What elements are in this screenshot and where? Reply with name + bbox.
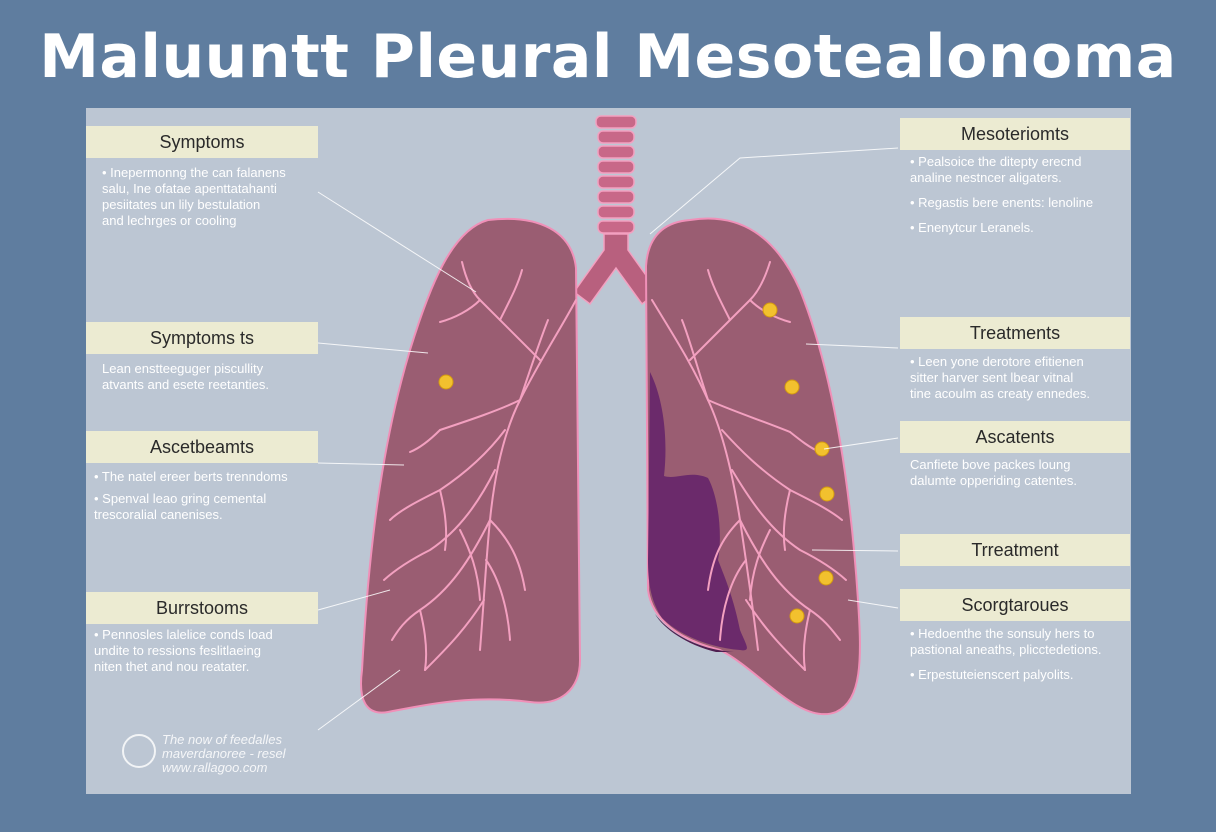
marker-group: [438, 302, 835, 624]
marker: [762, 302, 778, 318]
page-title: Maluuntt Pleural Mesotealonoma: [39, 22, 1177, 92]
right-label-1: Mesoteriomts: [900, 118, 1130, 150]
footer-text: The now of feedalles maverdanoree - rese…: [162, 732, 286, 775]
right-lung: [644, 217, 861, 716]
right-desc-2: • Leen yone derotore efitienen sitter ha…: [910, 354, 1090, 401]
right-bronchial-tree: [651, 261, 847, 671]
left-label-3: Ascetbeamts: [86, 431, 318, 463]
tumor-region: [648, 372, 747, 651]
tumor-fold: [655, 614, 734, 652]
marker: [784, 379, 800, 395]
left-label-4: Burrstooms: [86, 592, 318, 624]
marker: [819, 486, 835, 502]
left-desc-3: • The natel ereer berts trenndoms • Spen…: [94, 469, 288, 522]
marker: [814, 441, 830, 457]
trachea: [572, 115, 660, 306]
left-bronchial-tree: [383, 261, 577, 671]
right-label-5: Scorgtaroues: [900, 589, 1130, 621]
marker: [789, 608, 805, 624]
left-desc-2: Lean enstteeguger piscullity atvants and…: [102, 361, 269, 392]
left-label-1: Symptoms: [86, 126, 318, 158]
left-desc-1: • Inepermonng the can falanens salu, Ine…: [102, 165, 286, 228]
right-desc-1: • Pealsoice the ditepty erecnd analine n…: [910, 154, 1094, 235]
leader-lines: [317, 147, 899, 731]
marker: [818, 570, 834, 586]
footer-logo-icon: [122, 734, 156, 768]
right-desc-5: • Hedoenthe the sonsuly hers to pastiona…: [910, 626, 1102, 682]
right-label-3: Ascatents: [900, 421, 1130, 453]
right-label-4: Trreatment: [900, 534, 1130, 566]
left-label-2: Symptoms ts: [86, 322, 318, 354]
marker: [438, 374, 454, 390]
left-desc-4: • Pennosles lalelice conds load undite t…: [94, 627, 273, 674]
right-desc-3: Canfiete bove packes loung dalumte opper…: [910, 457, 1077, 488]
right-label-2: Treatments: [900, 317, 1130, 349]
